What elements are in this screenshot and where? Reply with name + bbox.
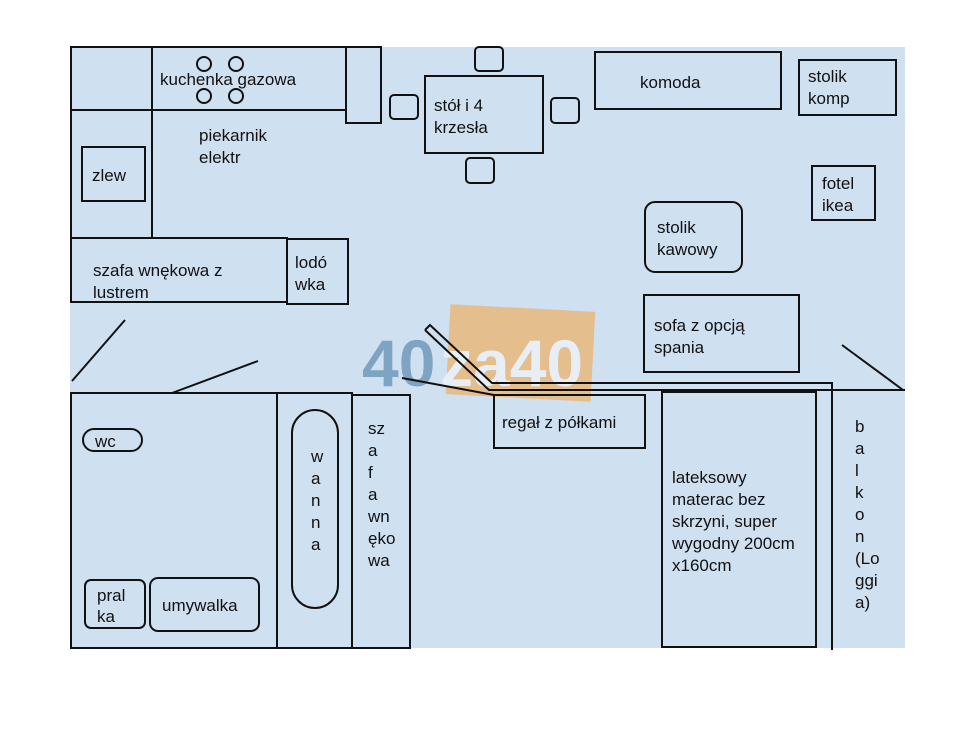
wc xyxy=(82,428,143,452)
sofa xyxy=(643,294,800,373)
dresser-label: komoda xyxy=(640,73,701,92)
bathtub xyxy=(291,409,339,609)
kitchen-side-cabinet xyxy=(345,46,382,124)
mattress xyxy=(661,391,817,648)
watermark-40: 40 xyxy=(362,326,435,400)
door-swing xyxy=(71,319,126,382)
wc-label: wc xyxy=(94,432,116,451)
chair xyxy=(465,157,495,184)
chair xyxy=(389,94,419,120)
computer-desk xyxy=(798,59,897,116)
sink-label: zlew xyxy=(92,166,127,185)
partition-wall xyxy=(424,323,905,391)
door-swing xyxy=(171,360,259,394)
washbasin-label: umywalka xyxy=(162,596,238,615)
burner-icon xyxy=(228,88,244,104)
washing-machine xyxy=(84,579,146,629)
balcony-label: b a l k o n (Lo ggi a) xyxy=(855,417,884,612)
sink xyxy=(81,146,146,202)
stove-label: kuchenka gazowa xyxy=(160,70,297,89)
coffee-table xyxy=(644,201,743,273)
burner-icons xyxy=(196,56,244,104)
chair xyxy=(550,97,580,124)
bathroom-wardrobe xyxy=(351,394,411,649)
watermark-za40: za40 xyxy=(440,326,583,400)
bathroom-wardrobe-label: sz a f a wn ęko wa xyxy=(367,419,400,570)
fridge xyxy=(286,238,349,305)
watermark-box xyxy=(445,304,596,402)
chair xyxy=(474,46,504,72)
balcony-door-swing xyxy=(841,344,904,391)
mattress-label: lateksowy materac bez skrzyni, super wyg… xyxy=(671,468,800,575)
shelf-label: regał z półkami xyxy=(502,413,616,432)
watermark-logo: 40 za40 xyxy=(362,304,596,402)
door-swing xyxy=(401,377,495,396)
dresser xyxy=(594,51,782,110)
burner-icon xyxy=(196,56,212,72)
bathtub-label: w a n n a xyxy=(310,447,328,554)
washbasin xyxy=(149,577,260,632)
armchair xyxy=(811,165,876,221)
burner-icon xyxy=(228,56,244,72)
burner-icon xyxy=(196,88,212,104)
dining-table xyxy=(424,75,544,154)
shelf-unit xyxy=(493,394,646,449)
